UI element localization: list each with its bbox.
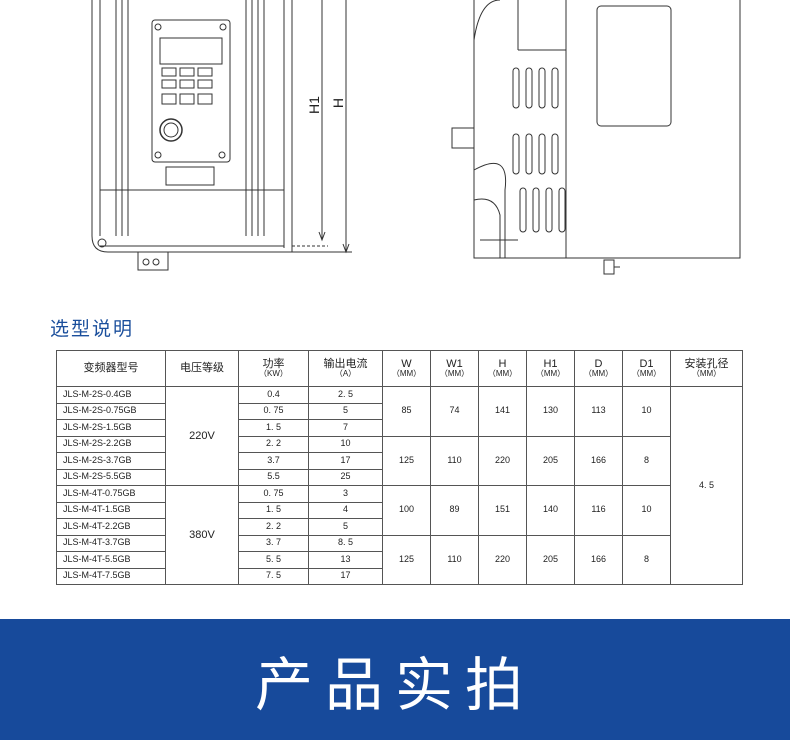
section-title: 选型说明 — [50, 318, 135, 340]
spec-table: 变频器型号 电压等级 功率（KW） 输出电流（A） W（MM） W1（MM） H… — [56, 350, 743, 585]
cell-current: 10 — [308, 435, 383, 453]
table-row: JLS-M-2S-2.2GB 2. 2 10 125 110 220 205 1… — [56, 435, 743, 486]
cell-w1: 89 — [430, 485, 479, 536]
cell-h1: 205 — [526, 534, 575, 585]
cell-power: 0.4 — [238, 386, 309, 404]
cell-power: 1. 5 — [238, 419, 309, 437]
cell-w1: 110 — [430, 534, 479, 585]
cell-power: 3. 7 — [238, 534, 309, 552]
table-row: JLS-M-2S-5.5GB 5.5 25 — [56, 468, 743, 486]
cell-power: 1. 5 — [238, 501, 309, 519]
cell-model: JLS-M-4T-3.7GB — [56, 534, 166, 552]
header-h1: H1（MM） — [526, 350, 575, 387]
cell-model: JLS-M-2S-5.5GB — [56, 468, 166, 486]
front-view-drawing — [91, 0, 352, 271]
cell-h: 151 — [478, 485, 527, 536]
cell-w1: 110 — [430, 435, 479, 486]
cell-d1: 10 — [622, 485, 671, 536]
cell-current: 5 — [308, 518, 383, 536]
cell-current: 4 — [308, 501, 383, 519]
cell-current: 17 — [308, 452, 383, 470]
cell-model: JLS-M-2S-2.2GB — [56, 435, 166, 453]
cell-current: 25 — [308, 468, 383, 486]
cell-model: JLS-M-4T-1.5GB — [56, 501, 166, 519]
table-row: JLS-M-2S-0.4GB 220V 0.4 2. 5 85 74 141 1… — [56, 386, 743, 585]
cell-current: 17 — [308, 567, 383, 585]
cell-model: JLS-M-2S-0.4GB — [56, 386, 166, 404]
banner-title: 产品实拍 — [254, 650, 535, 719]
header-power: 功率（KW） — [238, 350, 309, 387]
cell-current: 7 — [308, 419, 383, 437]
vent-slots — [512, 67, 566, 233]
table-row: JLS-M-4T-0.75GB 380V 0. 75 3 100 89 151 … — [56, 485, 743, 585]
cell-power: 5.5 — [238, 468, 309, 486]
cell-w: 100 — [382, 485, 431, 536]
technical-drawings: H1 H — [91, 0, 741, 275]
cell-w1: 74 — [430, 386, 479, 437]
cell-power: 2. 2 — [238, 435, 309, 453]
cell-h1: 140 — [526, 485, 575, 536]
cell-voltage: 380V — [165, 485, 239, 585]
header-voltage: 电压等级 — [165, 350, 239, 387]
cell-h: 220 — [478, 534, 527, 585]
cell-model: JLS-M-2S-3.7GB — [56, 452, 166, 470]
cell-w: 125 — [382, 435, 431, 486]
header-w1: W1（MM） — [430, 350, 479, 387]
cell-power: 0. 75 — [238, 402, 309, 420]
cell-model: JLS-M-2S-0.75GB — [56, 402, 166, 420]
cell-model: JLS-M-4T-7.5GB — [56, 567, 166, 585]
table-row: JLS-M-4T-5.5GB 5. 5 13 — [56, 551, 743, 569]
side-view-drawing — [451, 0, 741, 275]
table-row: JLS-M-4T-7.5GB 7. 5 17 — [56, 567, 743, 585]
cell-h: 220 — [478, 435, 527, 486]
table-row: JLS-M-2S-3.7GB 3.7 17 — [56, 452, 743, 470]
cell-w: 85 — [382, 386, 431, 437]
cell-h: 141 — [478, 386, 527, 437]
header-h: H（MM） — [478, 350, 527, 387]
dim-label-h: H — [330, 98, 346, 108]
cell-model: JLS-M-4T-0.75GB — [56, 485, 166, 503]
cell-h1: 130 — [526, 386, 575, 437]
cell-d1: 10 — [622, 386, 671, 437]
cell-current: 5 — [308, 402, 383, 420]
cell-model: JLS-M-4T-2.2GB — [56, 518, 166, 536]
header-w: W（MM） — [382, 350, 431, 387]
spec-table-container: 变频器型号 电压等级 功率（KW） 输出电流（A） W（MM） W1（MM） H… — [56, 350, 743, 585]
cell-d1: 8 — [622, 435, 671, 486]
cell-d: 166 — [574, 534, 623, 585]
header-current: 输出电流（A） — [308, 350, 383, 387]
cell-current: 3 — [308, 485, 383, 503]
cell-power: 7. 5 — [238, 567, 309, 585]
table-header-row: 变频器型号 电压等级 功率（KW） 输出电流（A） W（MM） W1（MM） H… — [56, 350, 743, 387]
cell-model: JLS-M-4T-5.5GB — [56, 551, 166, 569]
cell-current: 13 — [308, 551, 383, 569]
cell-w: 125 — [382, 534, 431, 585]
cell-current: 8. 5 — [308, 534, 383, 552]
header-d1: D1（MM） — [622, 350, 671, 387]
cell-current: 2. 5 — [308, 386, 383, 404]
cell-voltage: 220V — [165, 386, 239, 486]
header-model: 变频器型号 — [56, 350, 166, 387]
header-hole: 安装孔径（MM） — [670, 350, 743, 387]
table-row: JLS-M-4T-3.7GB 3. 7 8. 5 125 110 220 205… — [56, 534, 743, 585]
cell-model: JLS-M-2S-1.5GB — [56, 419, 166, 437]
product-photo-banner: 产品实拍 — [0, 619, 790, 740]
cell-d: 166 — [574, 435, 623, 486]
header-d: D（MM） — [574, 350, 623, 387]
cell-hole: 4. 5 — [670, 386, 743, 585]
cell-d: 113 — [574, 386, 623, 437]
cell-h1: 205 — [526, 435, 575, 486]
cell-power: 0. 75 — [238, 485, 309, 503]
cell-power: 2. 2 — [238, 518, 309, 536]
table-row: JLS-M-4T-1.5GB 1. 5 4 — [56, 501, 743, 519]
cell-d1: 8 — [622, 534, 671, 585]
cell-power: 5. 5 — [238, 551, 309, 569]
cell-d: 116 — [574, 485, 623, 536]
cell-power: 3.7 — [238, 452, 309, 470]
dim-label-h1: H1 — [306, 96, 322, 114]
